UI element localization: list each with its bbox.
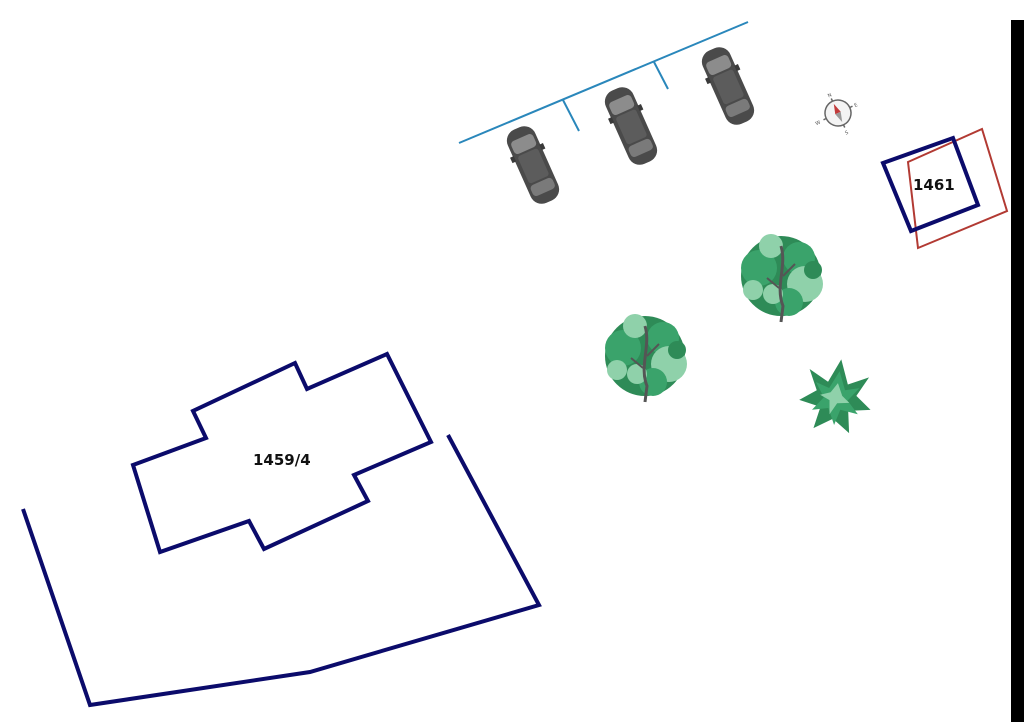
- car-icon: [695, 42, 761, 130]
- compass-letter-s: S: [844, 130, 849, 137]
- compass-letter-e: E: [853, 102, 858, 109]
- compass-letter-w: W: [814, 120, 821, 128]
- car-icon: [500, 121, 566, 209]
- tree-icon: [739, 232, 825, 324]
- tree-icon: [603, 312, 689, 404]
- compass-rose-icon: N E S W: [814, 92, 858, 137]
- compass-letter-n: N: [827, 92, 833, 99]
- parcel-1461-alt-outline: [906, 127, 1009, 250]
- tree-2: [603, 312, 689, 404]
- parking-car-3: [695, 42, 761, 130]
- right-edge-bar: [1011, 20, 1024, 722]
- plot-boundary-line: [21, 434, 542, 708]
- parcel-1461-outline: [880, 135, 981, 234]
- parcel-1461-label: 1461: [913, 176, 955, 194]
- shrub-icon: [795, 354, 877, 436]
- parking-car-1: [500, 121, 566, 209]
- car-icon: [598, 82, 664, 170]
- parcel-1459-4-label: 1459/4: [253, 451, 311, 469]
- parcel-1459-4-outline: [130, 351, 434, 555]
- shrub-1: [795, 354, 877, 436]
- tree-1: [739, 232, 825, 324]
- parking-car-2: [598, 82, 664, 170]
- parking-lines: [458, 21, 749, 144]
